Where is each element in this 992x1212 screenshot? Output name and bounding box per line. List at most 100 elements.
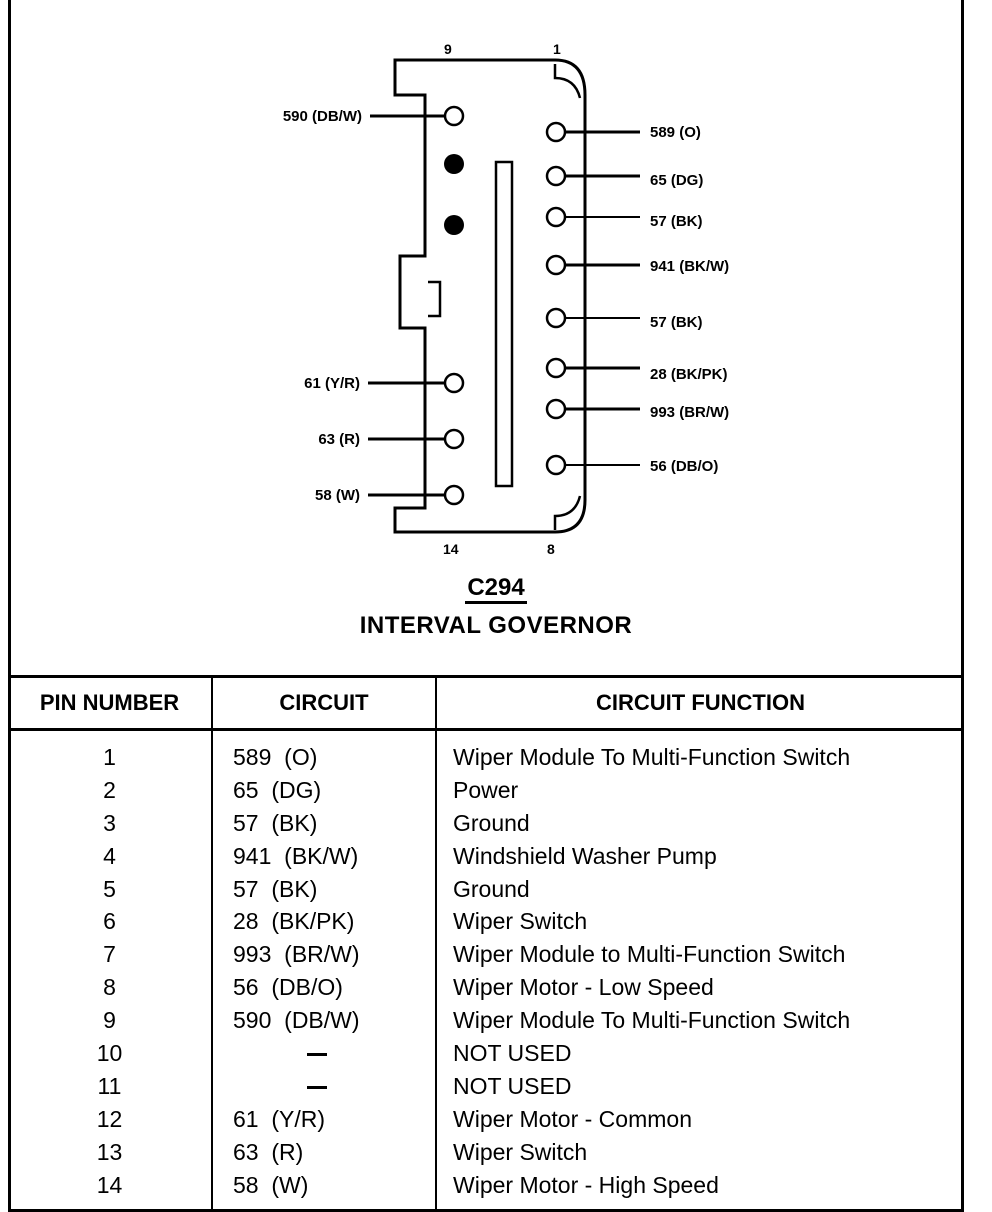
function-cell: Wiper Switch xyxy=(435,1135,964,1169)
circuit-cell: 28 (BK/PK) xyxy=(211,905,436,939)
function-cell: Wiper Motor - Common xyxy=(435,1102,964,1136)
connector-body xyxy=(393,58,587,534)
pin-cell: 9 xyxy=(103,1007,116,1034)
terminal-8 xyxy=(545,454,567,476)
table-row: 11 NOT USED xyxy=(8,1069,964,1103)
label-56: 56 (DB/O) xyxy=(650,458,718,475)
label-589: 589 (O) xyxy=(650,124,701,141)
pin-cell: 7 xyxy=(103,941,116,968)
table-row: 14 58 (W) Wiper Motor - High Speed xyxy=(8,1168,964,1212)
table-row: 1 589 (O) Wiper Module To Multi-Function… xyxy=(8,729,964,774)
circuit-cell: 57 (BK) xyxy=(211,872,436,906)
key-arc-bottom xyxy=(553,495,582,530)
label-58: 58 (W) xyxy=(315,487,360,504)
pin-cell: 14 xyxy=(8,1168,212,1212)
pin-cell: 2 xyxy=(103,776,116,803)
terminal-3 xyxy=(545,206,567,228)
function-cell: Wiper Module To Multi-Function Switch xyxy=(435,1004,964,1038)
terminal-13 xyxy=(443,428,465,450)
terminal-10 xyxy=(444,154,464,174)
function-cell: Wiper Module to Multi-Function Switch xyxy=(435,938,964,972)
pin-cell: 4 xyxy=(103,842,116,869)
label-590: 590 (DB/W) xyxy=(283,108,362,125)
terminal-11 xyxy=(444,215,464,235)
label-57a: 57 (BK) xyxy=(650,213,703,230)
header-circuit: CIRCUIT xyxy=(211,675,436,731)
function-cell: Wiper Motor - High Speed xyxy=(435,1168,964,1212)
pin-cell: 13 xyxy=(96,1138,123,1165)
label-993: 993 (BR/W) xyxy=(650,404,729,421)
circuit-cell: 58 (W) xyxy=(211,1168,436,1212)
circuit-cell: 63 (R) xyxy=(211,1135,436,1169)
circuit-cell-unused xyxy=(211,1069,436,1103)
unused-dash xyxy=(307,1086,327,1090)
function-cell: Wiper Module To Multi-Function Switch xyxy=(435,729,964,774)
key-arc-top xyxy=(553,64,582,99)
connector-id-text: C294 xyxy=(465,574,527,604)
label-57b: 57 (BK) xyxy=(650,314,703,331)
connector-diagram: 9 1 14 8 590 (DB/W) 61 (Y/R) 63 (R) 58 (… xyxy=(283,41,729,557)
pin-cell: 8 xyxy=(103,974,116,1001)
circuit-cell: 61 (Y/R) xyxy=(211,1102,436,1136)
circuit-cell: 590 (DB/W) xyxy=(211,1004,436,1038)
table-row: 9 590 (DB/W) Wiper Module To Multi-Funct… xyxy=(8,1004,964,1038)
circuit-cell: 941 (BK/W) xyxy=(211,839,436,873)
function-cell: Wiper Switch xyxy=(435,905,964,939)
table-row: 13 63 (R) Wiper Switch xyxy=(8,1135,964,1169)
function-cell: Ground xyxy=(435,806,964,840)
table-row: 4 941 (BK/W) Windshield Washer Pump xyxy=(8,839,964,873)
pin-number-8: 8 xyxy=(547,541,555,557)
function-cell: Wiper Motor - Low Speed xyxy=(435,971,964,1005)
pin-cell: 10 xyxy=(96,1039,123,1066)
pin-cell: 6 xyxy=(103,908,116,935)
function-cell: NOT USED xyxy=(435,1069,964,1103)
terminal-12 xyxy=(443,372,465,394)
connector-latch xyxy=(428,280,442,318)
pin-cell: 11 xyxy=(97,1072,122,1099)
table-row: 3 57 (BK) Ground xyxy=(8,806,964,840)
function-cell: Power xyxy=(435,773,964,807)
circuit-cell: 56 (DB/O) xyxy=(211,971,436,1005)
table-row: 6 28 (BK/PK) Wiper Switch xyxy=(8,905,964,939)
table-header-row: PIN NUMBER CIRCUIT CIRCUIT FUNCTION xyxy=(8,675,964,731)
pin-number-1: 1 xyxy=(553,41,561,57)
circuit-cell: 57 (BK) xyxy=(211,806,436,840)
connector-name: INTERVAL GOVERNOR xyxy=(359,612,633,639)
table-row: 5 57 (BK) Ground xyxy=(8,872,964,906)
function-cell: Windshield Washer Pump xyxy=(435,839,964,873)
header-circuit-function: CIRCUIT FUNCTION xyxy=(435,675,964,731)
header-pin-number: PIN NUMBER xyxy=(8,675,212,731)
table-row: 7 993 (BR/W) Wiper Module to Multi-Funct… xyxy=(8,938,964,972)
table-row: 10 NOT USED xyxy=(8,1037,964,1070)
label-28: 28 (BK/PK) xyxy=(650,366,728,383)
pin-number-9: 9 xyxy=(444,41,452,57)
label-65: 65 (DG) xyxy=(650,172,703,189)
function-cell: NOT USED xyxy=(435,1037,964,1070)
terminal-9 xyxy=(443,105,465,127)
terminal-6 xyxy=(545,357,567,379)
pin-cell: 5 xyxy=(103,875,116,902)
pin-cell: 3 xyxy=(103,809,116,836)
circuit-cell-unused xyxy=(211,1037,436,1070)
pin-cell: 12 xyxy=(96,1105,123,1132)
label-941: 941 (BK/W) xyxy=(650,258,729,275)
terminal-4 xyxy=(545,254,567,276)
unused-dash xyxy=(307,1053,327,1057)
terminal-14 xyxy=(443,484,465,506)
terminal-5 xyxy=(545,307,567,329)
terminal-7 xyxy=(545,398,567,420)
circuit-cell: 993 (BR/W) xyxy=(211,938,436,972)
pin-table: PIN NUMBER CIRCUIT CIRCUIT FUNCTION 1 58… xyxy=(8,675,964,1212)
circuit-cell: 589 (O) xyxy=(211,729,436,774)
page-frame xyxy=(8,0,964,1212)
connector-id: C294 xyxy=(0,574,992,604)
table-row: 8 56 (DB/O) Wiper Motor - Low Speed xyxy=(8,971,964,1005)
pin-cell: 1 xyxy=(103,743,116,770)
circuit-cell: 65 (DG) xyxy=(211,773,436,807)
label-61: 61 (Y/R) xyxy=(304,375,360,392)
pin-number-14: 14 xyxy=(443,541,459,557)
function-cell: Ground xyxy=(435,872,964,906)
table-row: 12 61 (Y/R) Wiper Motor - Common xyxy=(8,1102,964,1136)
center-slot xyxy=(494,160,514,488)
terminal-2 xyxy=(545,165,567,187)
